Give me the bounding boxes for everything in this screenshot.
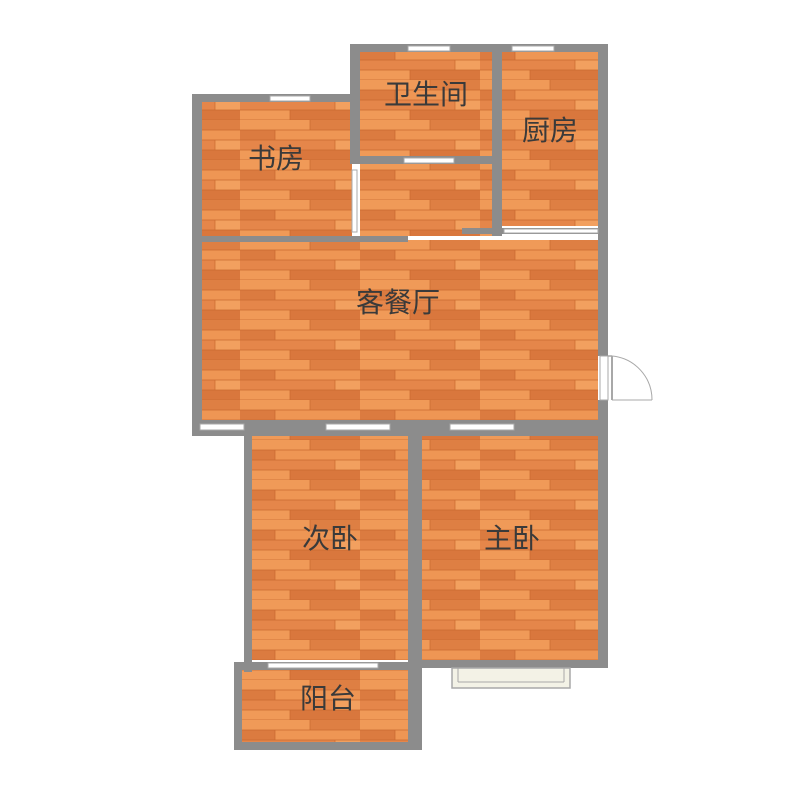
- window-kitchen-bottom: [503, 228, 599, 234]
- bay-window-master: [451, 667, 571, 689]
- entry-door: [599, 355, 653, 401]
- floor-hallway: [360, 164, 492, 236]
- window-kitchen: [511, 45, 555, 52]
- label-second-bedroom: 次卧: [302, 522, 358, 555]
- window-second-bedroom: [325, 423, 391, 431]
- window-master-bedroom: [449, 423, 515, 431]
- window-study: [269, 95, 311, 102]
- floor-bathroom: [360, 52, 492, 156]
- window-balcony: [267, 662, 379, 669]
- label-master-bedroom: 主卧: [484, 522, 540, 555]
- label-bathroom: 卫生间: [384, 78, 468, 111]
- floor-study: [202, 102, 352, 236]
- window-bathroom: [407, 45, 451, 52]
- floor-master-bedroom: [422, 436, 598, 660]
- label-study: 书房: [248, 142, 304, 175]
- floor-living-dining: [202, 240, 598, 420]
- windows: [199, 45, 599, 689]
- floors: [202, 52, 598, 742]
- window-hall-left: [351, 169, 358, 233]
- floor-balcony: [242, 670, 408, 742]
- floor-second-bedroom: [252, 436, 408, 660]
- window-living-left: [199, 423, 245, 431]
- label-balcony: 阳台: [300, 682, 356, 715]
- label-living-dining: 客餐厅: [356, 286, 440, 319]
- window-bathroom-bottom: [403, 157, 455, 164]
- label-kitchen: 厨房: [522, 114, 578, 147]
- floor-kitchen: [502, 52, 598, 226]
- room-labels: 卫生间 厨房 书房 客餐厅 次卧 主卧 阳台: [248, 78, 578, 715]
